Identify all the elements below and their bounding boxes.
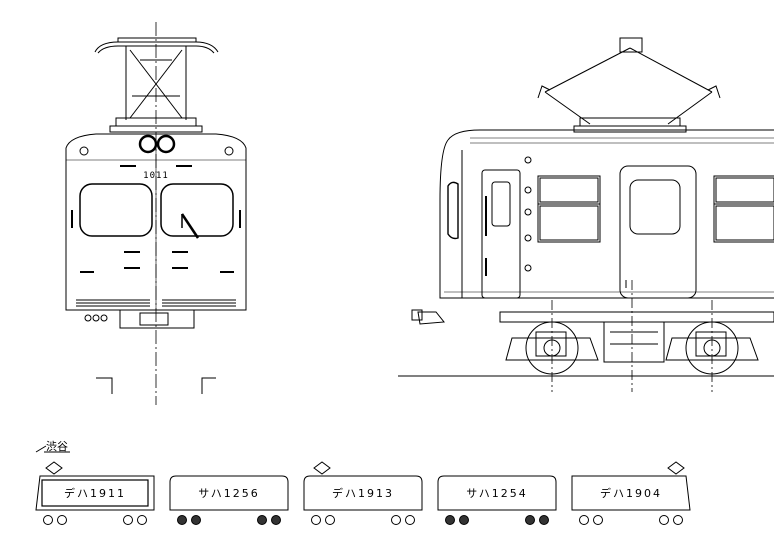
headlight-right (156, 134, 176, 154)
wheel-icon (391, 515, 401, 525)
pantograph-icon (667, 461, 685, 475)
formation-car: デハ1911 (35, 461, 155, 525)
wheel-icon (271, 515, 281, 525)
car-name: デハ1911 (64, 486, 126, 500)
front-body-outline (65, 133, 247, 311)
side-view (398, 37, 774, 392)
car-name: デハ1913 (332, 486, 394, 500)
car-body (169, 475, 289, 511)
formation-car: サハ1254 (437, 475, 557, 525)
passenger-door (619, 165, 697, 299)
wheel-icon (525, 515, 535, 525)
side-body-outline (439, 139, 774, 299)
formation-diagram: 渋谷 デハ1911 サハ1256 デハ1913 サハ1254 デハ1904 (35, 440, 691, 525)
wheel-icon (579, 515, 589, 525)
wheel-icon (57, 515, 67, 525)
wheel-icon (593, 515, 603, 525)
cab-door (481, 169, 521, 299)
side-roof (447, 129, 774, 141)
direction-label: 渋谷 (46, 440, 68, 453)
truck-front (505, 321, 599, 375)
wheel-icon (459, 515, 469, 525)
wheel-icon (123, 515, 133, 525)
front-view (65, 22, 247, 405)
side-pantograph (537, 37, 721, 133)
car-name: デハ1904 (600, 486, 662, 500)
wheel-icon (673, 515, 683, 525)
wheel-icon (177, 515, 187, 525)
pantograph-icon (45, 461, 63, 475)
pantograph-icon (313, 461, 331, 475)
car-name: サハ1254 (466, 487, 528, 500)
front-window-right (160, 183, 234, 237)
car-highlight (41, 479, 149, 507)
wheel-icon (445, 515, 455, 525)
car-body (35, 475, 155, 511)
side-windows (537, 175, 774, 243)
wheel-icon (191, 515, 201, 525)
front-window-left (79, 183, 153, 237)
wheel-icon (43, 515, 53, 525)
car-body (437, 475, 557, 511)
wheel-icon (405, 515, 415, 525)
headlight-left (138, 134, 158, 154)
formation-car: デハ1913 (303, 461, 423, 525)
wheel-icon (137, 515, 147, 525)
wheel-icon (311, 515, 321, 525)
wheel-icon (257, 515, 267, 525)
wheel-icon (539, 515, 549, 525)
front-number-plate: 1011 (143, 171, 169, 181)
formation-car: デハ1904 (571, 461, 691, 525)
front-pantograph (94, 37, 219, 133)
formation-car: サハ1256 (169, 475, 289, 525)
car-body (571, 475, 691, 511)
wheel-icon (659, 515, 669, 525)
wheel-icon (325, 515, 335, 525)
truck-rear (665, 321, 759, 375)
car-body (303, 475, 423, 511)
car-name: サハ1256 (198, 487, 260, 500)
